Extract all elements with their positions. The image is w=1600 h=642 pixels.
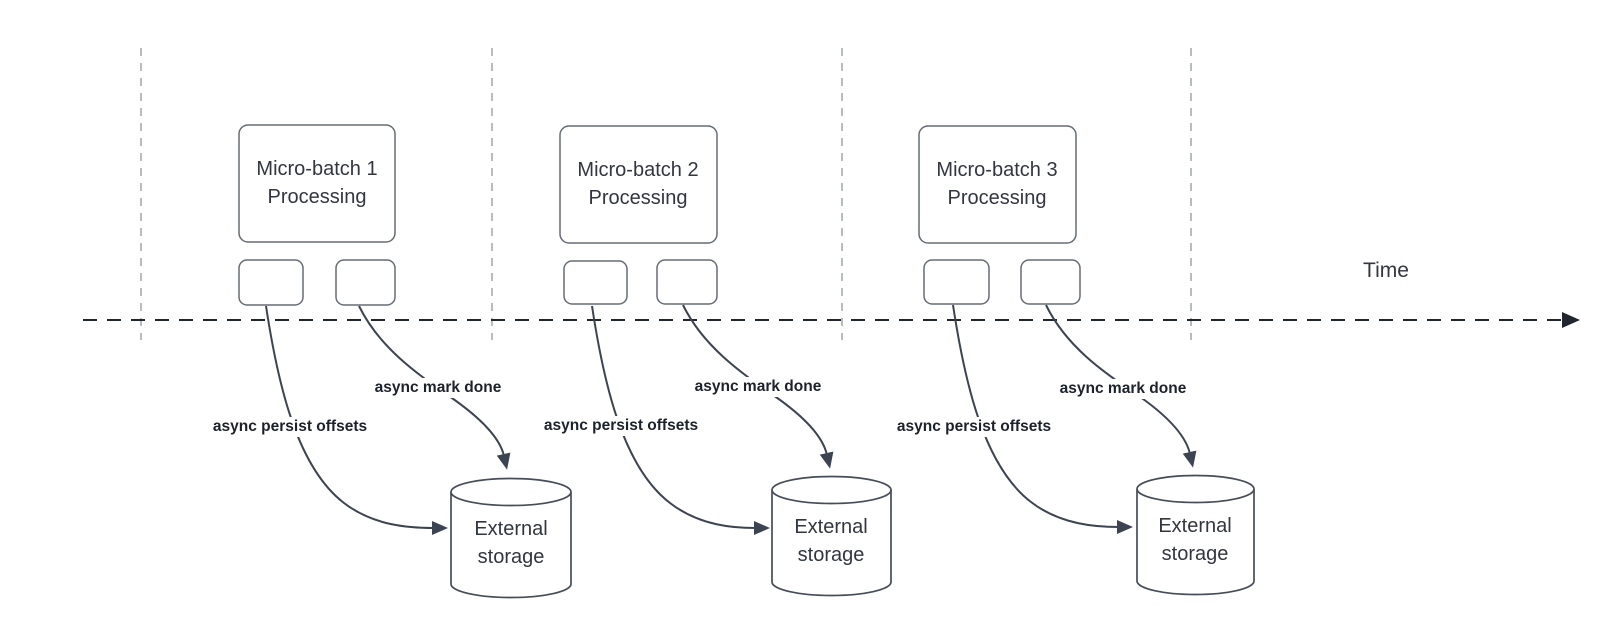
storage-label-line1: External (474, 518, 548, 540)
storage-label-line2: storage (797, 544, 865, 566)
micro-batch-group (238, 124, 572, 599)
storage-label-line2: storage (1161, 543, 1229, 565)
storage-cylinder-top (1136, 474, 1255, 504)
offset-commit-box (563, 260, 628, 305)
micro-batch-group (559, 125, 892, 597)
mark-done-label: async mark done (690, 377, 826, 397)
processing-box-label-line1: Micro-batch 2 (577, 159, 699, 181)
storage-cylinder-body (1136, 489, 1255, 596)
storage-label-line1: External (794, 516, 868, 538)
storage-cylinder-top (771, 475, 892, 505)
persist-offsets-label: async persist offsets (208, 417, 372, 437)
storage-cylinder-body (450, 492, 572, 599)
processing-box (918, 125, 1077, 244)
processing-box-label-line2: Processing (267, 186, 367, 208)
mark-done-label: async mark done (370, 378, 506, 398)
processing-box-label-line2: Processing (588, 187, 688, 209)
processing-box-label-line1: Micro-batch 1 (256, 158, 378, 180)
persist-offsets-label: async persist offsets (539, 416, 703, 436)
time-axis-arrowhead-icon (1562, 312, 1580, 328)
persist-offsets-arrow (591, 305, 770, 535)
storage-label-line2: storage (477, 546, 545, 568)
persist-offsets-arrow (952, 304, 1133, 534)
persist-offsets-label: async persist offsets (892, 417, 1056, 437)
storage-label: External storage (1158, 512, 1231, 568)
processing-box (238, 124, 396, 243)
processing-box-label: Micro-batch 2 Processing (577, 156, 698, 212)
mark-done-label: async mark done (1055, 379, 1191, 399)
processing-box-label-line2: Processing (947, 187, 1047, 209)
offset-commit-box (923, 259, 990, 305)
processing-box-label-line1: Micro-batch 3 (936, 159, 1058, 181)
processing-box-label: Micro-batch 3 Processing (936, 156, 1057, 212)
storage-label: External storage (474, 515, 547, 571)
time-axis-label: Time (1363, 259, 1409, 282)
storage-cylinder-top (450, 477, 572, 507)
done-commit-box (335, 259, 396, 306)
processing-box-label: Micro-batch 1 Processing (256, 155, 377, 211)
processing-box (559, 125, 718, 244)
storage-label-line1: External (1158, 515, 1232, 537)
storage-label: External storage (794, 513, 867, 569)
storage-cylinder-body (771, 490, 892, 597)
offset-commit-box (238, 259, 304, 306)
done-commit-box (1020, 259, 1081, 305)
micro-batch-group (918, 125, 1255, 596)
persist-offsets-arrow (265, 305, 448, 535)
done-commit-box (656, 259, 718, 305)
